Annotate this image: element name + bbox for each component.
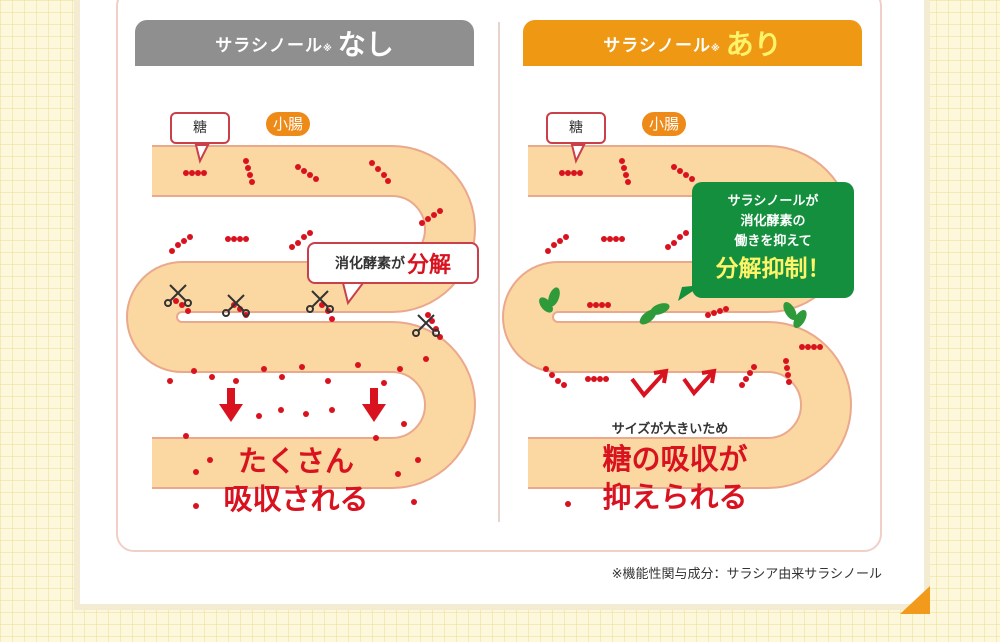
header-state: あり: [725, 28, 782, 61]
intestine-left: [152, 144, 450, 463]
inhibition-box: サラシノールが 消化酵素の 働きを抑えて 分解抑制！: [692, 182, 854, 298]
digestive-enzyme-bubble: 消化酵素が 分解: [307, 242, 479, 284]
sugar-molecules: [167, 158, 443, 386]
size-note: サイズが大きいため: [611, 422, 729, 437]
box-emphasis: 分解抑制！: [715, 256, 831, 282]
corner-triangle: [900, 586, 930, 614]
result-without: たくさん 吸収される: [206, 442, 386, 518]
sugar-label-right: 糖: [546, 112, 606, 144]
header-ingredient: サラシノール: [215, 36, 323, 56]
box-line-1: サラシノールが: [727, 194, 819, 209]
header-ingredient: サラシノール: [603, 36, 711, 56]
result-line-1: たくさん: [237, 444, 354, 478]
result-line-2: 抑えられる: [602, 480, 748, 514]
footnote: ※機能性関与成分：サラシア由来サラシノール: [611, 567, 882, 582]
box-line-2: 消化酵素の: [740, 214, 806, 229]
result-line-1: 糖の吸収が: [602, 442, 748, 476]
header-with-salacinol: サラシノール ※ あり: [523, 20, 862, 66]
header-mark: ※: [322, 44, 332, 54]
header-without-salacinol: サラシノール ※ なし: [135, 20, 474, 66]
digest-emphasis: 分解: [406, 253, 451, 278]
result-line-2: 吸収される: [223, 482, 369, 516]
panel-tab-notch: [498, 0, 558, 4]
header-mark: ※: [710, 44, 720, 54]
sugar-label-left: 糖: [170, 112, 230, 144]
panel-divider: [498, 22, 500, 522]
header-state: なし: [337, 28, 394, 61]
box-line-3: 働きを抑えて: [734, 234, 812, 249]
intestine-right: [528, 144, 826, 463]
small-intestine-tag-left: 小腸: [266, 112, 311, 136]
digest-prefix: 消化酵素が: [334, 256, 405, 272]
arrow-down-icon: [219, 388, 386, 422]
sugar-molecules: [543, 158, 823, 388]
small-intestine-tag-right: 小腸: [642, 112, 687, 136]
result-with: 糖の吸収が 抑えられる: [570, 440, 780, 516]
scissors-icon: [164, 284, 440, 337]
bounce-arrow-icon: [630, 368, 717, 399]
leaf-icon: [539, 287, 807, 329]
